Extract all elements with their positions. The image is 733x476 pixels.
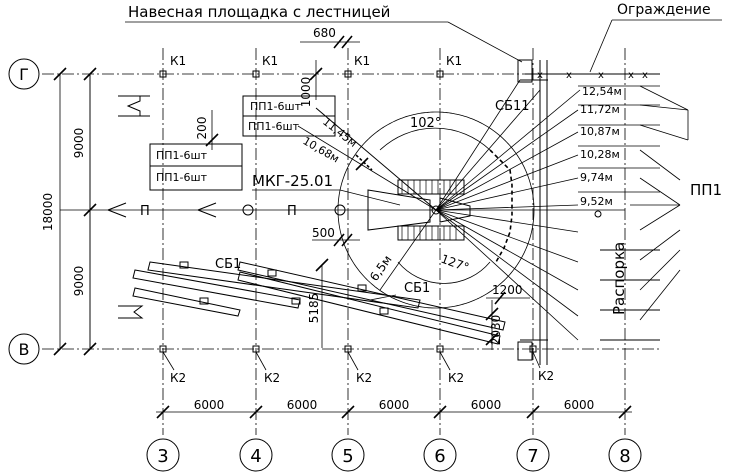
dim-bottom-1: 6000 <box>194 398 225 412</box>
crane-label: МКГ-25.01 <box>252 172 333 190</box>
package-2-line1: ПП1-6шт <box>156 149 208 162</box>
hook-chain <box>355 149 513 263</box>
angle-127: 127° <box>439 252 471 275</box>
column-label-k2-4: К2 <box>448 371 464 385</box>
axis-bubbles-bottom: 3 4 5 6 7 8 <box>146 438 642 472</box>
columns: К1 К1 К1 К1 К2 К2 К2 К2 К2 <box>159 54 554 385</box>
dim-bottom-3: 6000 <box>379 398 410 412</box>
radius-r2: 10,68м <box>301 134 342 165</box>
strut-label-sb11: СБ11 <box>495 99 530 114</box>
axis-label-4: 4 <box>250 446 261 467</box>
cross-5: x <box>642 70 648 81</box>
package-2-line2: ПП1-6шт <box>156 171 208 184</box>
axis-label-5: 5 <box>342 446 353 467</box>
angle-102: 102° <box>410 116 441 131</box>
reach-label-3: 10,87м <box>580 125 620 138</box>
strut-label-sb1b: СБ1 <box>404 281 430 296</box>
column-label-k2-3: К2 <box>356 371 372 385</box>
axis-label-g: Г <box>19 65 29 84</box>
right-zone: x x x x x ПП1 Распорка <box>517 59 722 365</box>
side-label-rasporka: Распорка <box>610 242 628 315</box>
dim-5185: 5185 <box>307 293 321 324</box>
path-markers: П П <box>107 202 346 219</box>
column-label-k1-2: К1 <box>262 54 278 68</box>
misc-dimensions: 680 1000 200 500 1200 2030 5185 <box>195 26 530 350</box>
axis-label-6: 6 <box>434 446 445 467</box>
dim-bottom-4: 6000 <box>471 398 502 412</box>
dim-bottom-5: 6000 <box>564 398 595 412</box>
reach-label-6: 9,52м <box>580 195 613 208</box>
dim-left-total: 18000 <box>41 193 55 231</box>
cross-4: x <box>628 70 634 81</box>
axis-label-8: 8 <box>619 446 630 467</box>
side-label-pp1: ПП1 <box>690 181 722 199</box>
cross-3: x <box>598 70 604 81</box>
dim-left-part-top: 9000 <box>72 128 86 159</box>
strut-beams: СБ1 СБ1 СБ11 <box>132 99 530 345</box>
left-dimensions: 18000 9000 9000 <box>41 67 97 356</box>
dim-500: 500 <box>312 226 335 240</box>
dim-200: 200 <box>195 117 209 140</box>
axis-bubbles-left: Г В <box>8 58 40 365</box>
column-label-k1-3: К1 <box>354 54 370 68</box>
dim-680: 680 <box>313 26 336 40</box>
bottom-dimensions: 6000 6000 6000 6000 6000 <box>156 398 632 419</box>
reach-rays: 12,54м 11,72м 10,87м 10,28м 9,74м 9,52м <box>435 79 660 341</box>
radius-r3: 6,5м <box>367 253 395 284</box>
cross-1: x <box>537 70 543 81</box>
axis-label-v: В <box>19 340 30 359</box>
dim-left-part-bottom: 9000 <box>72 266 86 297</box>
cross-2: x <box>566 70 572 81</box>
dim-bottom-2: 6000 <box>287 398 318 412</box>
path-label-p1: П <box>140 204 150 219</box>
column-label-k1-4: К1 <box>446 54 462 68</box>
reach-label-2: 11,72м <box>580 103 620 116</box>
dim-1200: 1200 <box>492 283 523 297</box>
column-label-k2-5: К2 <box>538 369 554 383</box>
reach-label-4: 10,28м <box>580 148 620 161</box>
column-label-k2-1: К2 <box>170 371 186 385</box>
package-1-line2: ПП1-6шт <box>248 120 300 133</box>
column-label-k1-1: К1 <box>170 54 186 68</box>
reach-label-5: 9,74м <box>580 171 613 184</box>
path-label-p2: П <box>287 204 297 219</box>
grid-lines <box>42 48 660 435</box>
column-label-k2-2: К2 <box>264 371 280 385</box>
strut-label-sb1a: СБ1 <box>215 257 241 272</box>
title-right: Ограждение <box>617 2 711 18</box>
dim-1000: 1000 <box>299 77 313 108</box>
reach-label-1: 12,54м <box>582 85 622 98</box>
package-1-line1: ПП1-6шт <box>250 100 302 113</box>
title-callouts: Навесная площадка с лестницей Ограждение <box>125 2 722 73</box>
axis-label-7: 7 <box>527 446 538 467</box>
title-top: Навесная площадка с лестницей <box>128 3 390 21</box>
axis-label-3: 3 <box>157 446 168 467</box>
panel-packages: ПП1-6шт ПП1-6шт ПП1-6шт ПП1-6шт <box>118 95 336 319</box>
